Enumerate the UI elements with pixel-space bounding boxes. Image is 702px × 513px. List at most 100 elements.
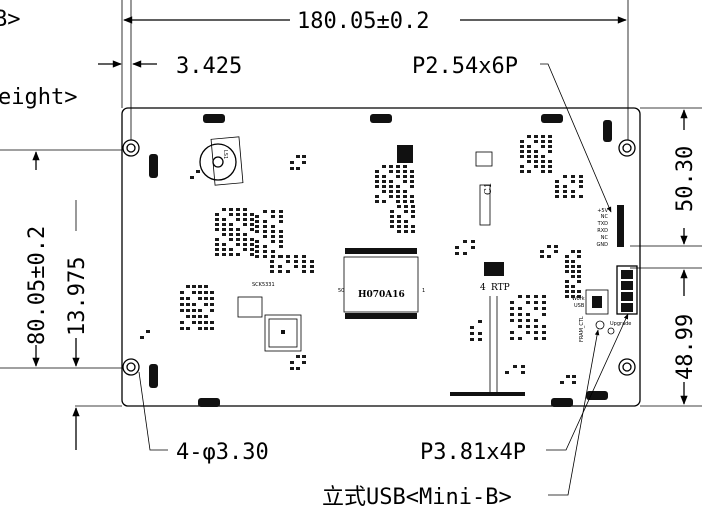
smd-part — [192, 315, 196, 318]
smd-part — [279, 240, 283, 243]
smd-part — [290, 167, 294, 170]
smd-part — [186, 285, 190, 288]
smd-part — [534, 325, 538, 328]
smd-part — [279, 215, 283, 218]
smd-part — [192, 291, 196, 294]
smd-part — [310, 260, 314, 263]
smd-part — [478, 332, 482, 335]
smd-part — [382, 175, 386, 178]
fpc-connector: H070A16 50 1 — [338, 248, 425, 319]
upgrade-label: Upgrade — [610, 321, 631, 327]
smd-part — [396, 195, 400, 198]
smd-part — [255, 225, 259, 228]
smd-part — [527, 150, 531, 153]
smd-part — [375, 200, 379, 203]
smd-part — [229, 228, 233, 231]
smd-part — [310, 270, 314, 273]
smd-part — [547, 255, 551, 258]
smd-part — [541, 170, 545, 173]
smd-part — [510, 331, 514, 334]
edge-clip — [149, 114, 612, 407]
smd-part — [396, 200, 400, 203]
smd-part — [555, 180, 559, 183]
smd-part — [579, 185, 583, 188]
smd-part — [236, 218, 240, 221]
smd-part — [518, 295, 522, 298]
smd-part — [198, 315, 202, 318]
smd-part — [263, 245, 267, 248]
smd-part — [180, 303, 184, 306]
smd-part — [518, 337, 522, 340]
smd-part — [571, 175, 575, 178]
smd-part — [236, 208, 240, 211]
smd-part — [540, 255, 544, 258]
smd-part — [520, 150, 524, 153]
smd-part — [554, 250, 558, 253]
smd-part — [250, 248, 254, 251]
smd-part — [560, 381, 564, 384]
smd-part — [271, 225, 275, 228]
smd-part — [565, 295, 569, 298]
smd-part — [210, 291, 214, 294]
pin-header-4p — [616, 265, 638, 315]
smd-part — [577, 250, 581, 253]
smd-part — [278, 265, 282, 268]
smd-part — [255, 250, 259, 253]
smd-part — [271, 240, 275, 243]
smd-part — [520, 155, 524, 158]
smd-part — [563, 195, 567, 198]
smd-part — [390, 220, 394, 223]
smd-part — [396, 165, 400, 168]
smd-part — [146, 330, 150, 333]
smd-part — [290, 161, 294, 164]
smd-part — [534, 301, 538, 304]
smd-part — [410, 175, 414, 178]
smd-part — [296, 367, 300, 370]
smd-part — [204, 327, 208, 330]
smd-part — [236, 213, 240, 216]
smd-part — [518, 319, 522, 322]
smd-part — [540, 250, 544, 253]
svg-text:RXD: RXD — [597, 228, 608, 234]
chip-label: SCK5331 — [252, 282, 275, 288]
fram-label: FRAM_CTL — [579, 316, 585, 342]
smd-part — [563, 185, 567, 188]
smd-part — [389, 185, 393, 188]
fpc-label: H070A16 — [358, 290, 405, 300]
smd-part — [396, 170, 400, 173]
smd-part — [243, 208, 247, 211]
smd-part — [505, 371, 509, 374]
smd-part — [571, 250, 575, 253]
smd-part — [390, 210, 394, 213]
smd-part — [302, 260, 306, 263]
smd-part — [215, 223, 219, 226]
smd-part — [192, 285, 196, 288]
smd-part — [534, 135, 538, 138]
smd-part — [286, 270, 290, 273]
smd-part — [510, 301, 514, 304]
smd-part — [375, 185, 379, 188]
smd-part — [278, 270, 282, 273]
smd-part — [410, 185, 414, 188]
smd-part — [236, 228, 240, 231]
smd-part — [215, 243, 219, 246]
smd-part — [571, 265, 575, 268]
smd-part — [404, 210, 408, 213]
smd-part — [210, 321, 214, 324]
right-dimension-top: 50.30 — [673, 146, 698, 212]
smd-part — [255, 220, 259, 223]
smd-part — [250, 223, 254, 226]
svg-text:NC: NC — [601, 235, 609, 241]
smd-part — [263, 255, 267, 258]
smd-part — [222, 243, 226, 246]
smd-part — [296, 355, 300, 358]
smd-part — [180, 309, 184, 312]
smd-part — [222, 223, 226, 226]
offset-dimension: 3.425 — [176, 54, 242, 79]
smd-part — [548, 145, 552, 148]
smd-part — [375, 180, 379, 183]
smd-part — [222, 233, 226, 236]
smd-part — [204, 303, 208, 306]
smd-part — [527, 145, 531, 148]
smd-part — [204, 285, 208, 288]
